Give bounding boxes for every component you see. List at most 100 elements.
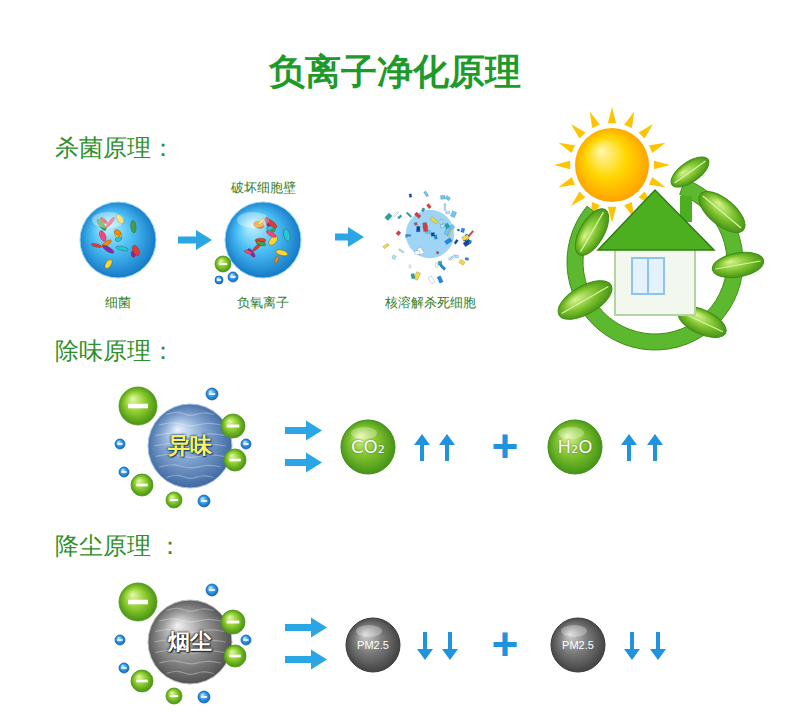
sphere-gloss [237, 212, 269, 228]
sun-ray [558, 143, 575, 153]
ion-ball [119, 387, 157, 425]
minus-sign [229, 655, 241, 658]
cell-fragment [456, 255, 459, 258]
cell-fragment [440, 219, 443, 224]
sun-ray [639, 124, 653, 138]
flow-arrow [285, 618, 327, 670]
cell-fragment [444, 204, 446, 211]
cell-sphere [225, 202, 301, 278]
bacterium [130, 220, 136, 233]
cell-fragment [393, 211, 398, 216]
minus-sign [136, 680, 148, 683]
arrow-head [439, 434, 455, 445]
cell-fragment [428, 276, 435, 284]
arrow-head [624, 649, 640, 660]
cell-fragment [396, 231, 401, 236]
ion-symbol [241, 439, 251, 449]
odor-circle: 异味 [148, 404, 232, 488]
cell-fragment [445, 238, 453, 245]
ion-symbol [131, 670, 153, 692]
flow-arrow [178, 230, 212, 250]
sun-ray [654, 161, 670, 169]
minus-sign [201, 696, 207, 698]
leaf-vein [674, 161, 705, 183]
flow-arrow [335, 227, 364, 247]
cell-fragment [436, 251, 439, 254]
sun-ray [608, 107, 616, 123]
bacterium [115, 236, 123, 243]
leaf-vein [562, 287, 609, 314]
sun-ray [649, 177, 666, 187]
texture-line [166, 671, 213, 674]
ion-symbol [115, 635, 125, 645]
cell-fragment [426, 204, 431, 209]
ion-ball [224, 449, 246, 471]
sun-ray [571, 192, 585, 206]
h2o-circle: H₂O [548, 420, 602, 474]
ion-ball [224, 645, 246, 667]
arrow-head [196, 230, 212, 250]
ion-ball [119, 663, 129, 673]
leaf-blade [710, 249, 765, 282]
ion-ball [206, 584, 218, 596]
cell-fragment [459, 259, 465, 265]
node-caption: 细菌 [105, 295, 131, 311]
ion-ball [166, 492, 182, 508]
arrow-shaft [420, 444, 424, 461]
cell-fragment [445, 196, 450, 201]
sun-ray [649, 143, 666, 153]
bacterium [98, 230, 108, 243]
minus-sign [217, 279, 221, 281]
minus-sign [243, 443, 248, 445]
sun-ray [590, 111, 600, 128]
section-heading: 杀菌原理： [55, 136, 175, 160]
rise-arrow [647, 434, 663, 461]
cell-fragment [463, 239, 471, 247]
lysed-cell-burst: 核溶解杀死细胞 [386, 190, 474, 278]
ion-ball [215, 276, 223, 284]
cell-fragment [465, 257, 469, 260]
node-label: CO₂ [351, 437, 385, 458]
cell-fragment [450, 211, 456, 218]
ion-symbol [198, 495, 210, 507]
bacterium [102, 244, 115, 255]
cell-fragment [423, 222, 427, 228]
bacterium [282, 228, 291, 242]
rise-arrow [414, 434, 430, 461]
arrow-shaft [285, 624, 315, 631]
bacterium [104, 258, 114, 269]
pm25-circle: PM2.5 [551, 618, 605, 672]
cell-fragment [409, 265, 411, 268]
plus-sign: + [492, 423, 519, 469]
minus-sign [128, 600, 148, 605]
arrow-shaft [653, 444, 657, 461]
minus-sign [227, 621, 240, 624]
arrow-head [621, 434, 637, 445]
fall-arrow [624, 632, 640, 660]
ion-symbol [224, 645, 246, 667]
node-shape [225, 202, 301, 278]
ion-symbol [215, 256, 231, 272]
particle-ball [551, 618, 605, 672]
minus-sign [243, 639, 248, 641]
cell-fragment [450, 224, 455, 229]
cell-fragment [437, 276, 443, 284]
bacterium [131, 244, 141, 257]
bacterium [274, 256, 279, 264]
node-label: PM2.5 [357, 639, 389, 652]
leaf-blade [666, 151, 714, 193]
section-heading: 降尘原理 ： [55, 534, 182, 558]
leaf-shape [710, 249, 765, 282]
leaf-vein [703, 196, 741, 228]
arrow-shaft [656, 632, 660, 650]
texture-line [166, 608, 213, 611]
arrow-shaft [445, 444, 449, 461]
arrow-head [647, 434, 663, 445]
cell-fragment [414, 272, 421, 281]
fall-arrow [650, 632, 666, 660]
molecule-ball [548, 420, 602, 474]
flow-arrow [285, 421, 322, 473]
cell-fragment [441, 195, 445, 199]
ion-ball [215, 256, 231, 272]
ball-gloss [561, 625, 587, 637]
